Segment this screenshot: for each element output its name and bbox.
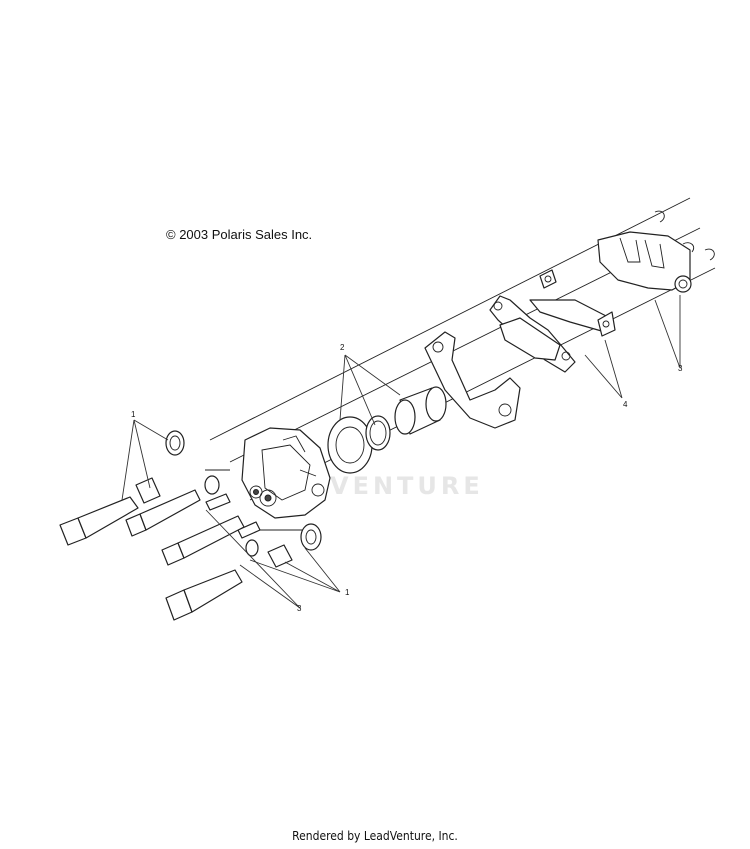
- washers-and-bushings: [135, 430, 322, 568]
- watermark-text: VENTURE: [330, 472, 484, 500]
- footer-credit: Rendered by LeadVenture, Inc.: [292, 829, 458, 843]
- piston-and-seals: [327, 386, 447, 474]
- bleeder-screws: [205, 493, 261, 539]
- copyright-notice: © 2003 Polaris Sales Inc.: [166, 227, 313, 242]
- brake-pads: [499, 269, 616, 361]
- callout-4: 4: [623, 400, 628, 409]
- bolts: [59, 489, 245, 621]
- caliper-outer-half: [597, 210, 715, 293]
- callout-1-bottom: 1: [345, 588, 350, 597]
- callout-1-left: 1: [131, 410, 136, 419]
- caliper-body: [241, 427, 331, 519]
- callout-3-right: 3: [678, 364, 683, 373]
- callout-leader-lines: [121, 295, 681, 609]
- callout-3-bottom: 3: [297, 604, 302, 613]
- callout-2: 2: [340, 343, 345, 352]
